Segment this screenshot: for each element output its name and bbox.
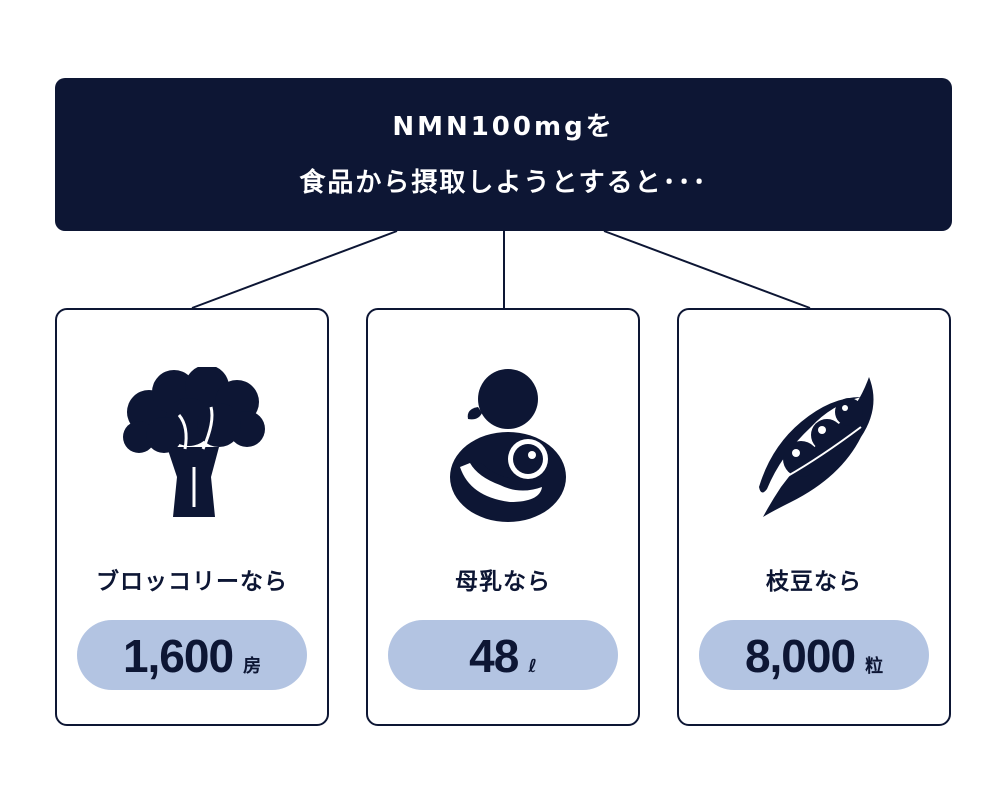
- card-label: ブロッコリーなら: [96, 569, 288, 595]
- card-edamame: 枝豆なら 8,000 粒: [677, 308, 951, 726]
- card-label: 枝豆なら: [766, 569, 862, 595]
- card-label: 母乳なら: [455, 569, 551, 595]
- amount-value: 48: [469, 630, 519, 682]
- broccoli-icon: [123, 367, 265, 517]
- header-title-line2: 食品から摂取しようとすると･･･: [299, 167, 708, 198]
- mother-baby-icon: [450, 369, 566, 522]
- amount-pill: 1,600 房: [77, 620, 307, 690]
- connector-line-left: [191, 230, 398, 309]
- amount-unit: ℓ: [528, 656, 537, 677]
- edamame-icon: [759, 377, 874, 517]
- amount-value: 8,000: [744, 630, 856, 682]
- card-breast-milk: 母乳なら 48 ℓ: [366, 308, 640, 726]
- amount-unit: 房: [243, 656, 262, 677]
- amount-unit: 粒: [865, 656, 884, 677]
- header-title-line1: NMN100mgを: [392, 111, 615, 142]
- header-banner: NMN100mgを 食品から摂取しようとすると･･･: [55, 78, 952, 231]
- card-broccoli: ブロッコリーなら 1,600 房: [55, 308, 329, 726]
- connector-line-right: [603, 230, 811, 309]
- amount-pill: 8,000 粒: [699, 620, 929, 690]
- amount-pill: 48 ℓ: [388, 620, 618, 690]
- amount-value: 1,600: [122, 630, 234, 682]
